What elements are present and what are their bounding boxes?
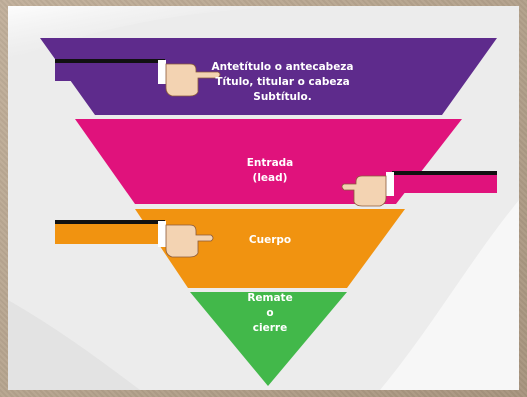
pointing-hand-icon	[341, 171, 497, 207]
headline-label-pretitle: Antetítulo o antecabeza	[211, 61, 354, 73]
body-label: Cuerpo	[248, 234, 292, 246]
headline-label-subtitle: Subtítulo.	[253, 91, 312, 103]
body-layer	[135, 209, 405, 288]
closing-label-cierre: cierre	[252, 322, 288, 334]
pointing-hand-icon	[55, 59, 221, 97]
background-wave	[380, 200, 519, 390]
headline-layer	[40, 38, 497, 115]
closing-layer	[190, 292, 347, 386]
background-wave	[8, 300, 140, 390]
closing-label-o: o	[266, 307, 274, 319]
lead-label-entry: Entrada	[246, 157, 294, 169]
pointing-hand-icon	[55, 220, 214, 258]
headline-label-title: Título, titular o cabeza	[215, 76, 350, 88]
closing-label-remate: Remate	[247, 292, 293, 304]
background-wave	[8, 6, 300, 60]
lead-label-lead: (lead)	[252, 172, 288, 184]
